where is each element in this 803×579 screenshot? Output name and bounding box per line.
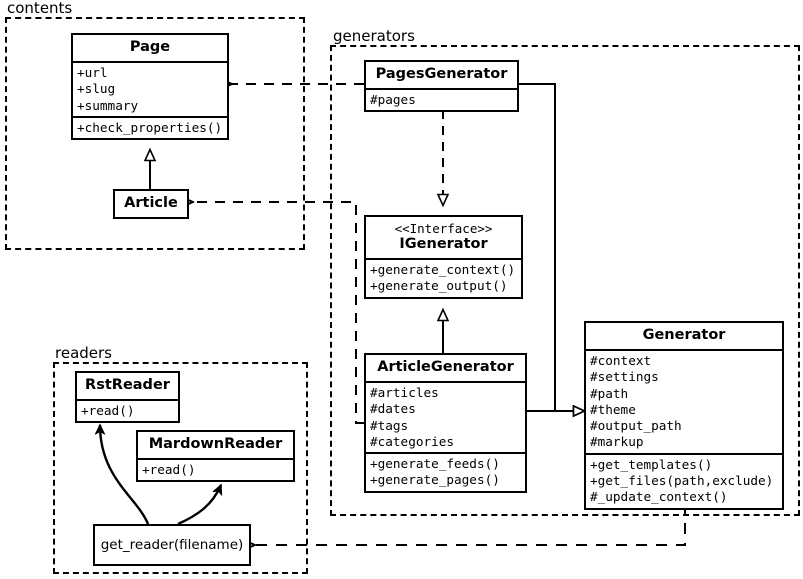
method: +read() bbox=[142, 462, 196, 477]
class-rst-reader[interactable]: RstReader +read() bbox=[75, 371, 180, 424]
function-get-reader-label: get_reader(filename) bbox=[100, 537, 244, 553]
attribute: +slug bbox=[77, 81, 116, 97]
class-pages-generator[interactable]: PagesGenerator #pages bbox=[364, 60, 519, 113]
method: #_update_context() bbox=[590, 489, 728, 505]
class-igenerator[interactable]: <<Interface>> IGenerator +generate_conte… bbox=[364, 215, 523, 299]
package-readers bbox=[53, 362, 308, 574]
method: +get_templates() bbox=[590, 456, 713, 472]
method: +get_files(path,exclude) bbox=[590, 473, 774, 489]
attribute: #articles bbox=[370, 385, 439, 400]
package-generators bbox=[330, 45, 800, 516]
method: +generate_pages() bbox=[370, 472, 500, 488]
attribute: #dates bbox=[370, 401, 416, 417]
class-igenerator-stereotype: <<Interface>> bbox=[394, 221, 493, 236]
method: +generate_output() bbox=[370, 278, 508, 294]
package-contents bbox=[5, 17, 305, 250]
attribute: #context bbox=[590, 353, 652, 368]
class-article-generator-methods: +generate_feeds() +generate_pages() bbox=[366, 452, 525, 491]
class-article-name: Article bbox=[124, 195, 178, 211]
package-contents-label: contents bbox=[4, 0, 76, 17]
class-page-name: Page bbox=[129, 39, 171, 55]
class-rst-reader-name: RstReader bbox=[85, 377, 170, 393]
class-page-methods: +check_properties() bbox=[73, 115, 227, 138]
attribute: #tags bbox=[370, 417, 409, 433]
attribute: +summary bbox=[77, 97, 139, 113]
class-article-generator-attributes: #articles #dates #tags #categories bbox=[366, 381, 525, 452]
class-mardown-reader-methods: +read() bbox=[138, 458, 293, 480]
class-article[interactable]: Article bbox=[113, 189, 189, 219]
attribute: #categories bbox=[370, 433, 455, 449]
class-igenerator-title: IGenerator bbox=[399, 236, 488, 252]
attribute: #markup bbox=[590, 434, 644, 450]
method: +read() bbox=[81, 403, 135, 418]
attribute: #pages bbox=[370, 92, 416, 107]
method: +check_properties() bbox=[77, 119, 223, 135]
package-readers-label: readers bbox=[52, 345, 115, 362]
class-generator-methods: +get_templates() +get_files(path,exclude… bbox=[586, 452, 782, 508]
function-get-reader[interactable]: get_reader(filename) bbox=[93, 524, 251, 566]
method: +generate_feeds() bbox=[370, 456, 500, 472]
attribute: #output_path bbox=[590, 418, 682, 434]
class-article-generator-name: ArticleGenerator bbox=[377, 359, 514, 375]
attribute: #theme bbox=[590, 401, 636, 417]
attribute: #settings bbox=[590, 369, 659, 385]
class-pages-generator-attributes: #pages bbox=[366, 88, 517, 110]
class-mardown-reader-name: MardownReader bbox=[148, 436, 283, 452]
class-article-generator[interactable]: ArticleGenerator #articles #dates #tags … bbox=[364, 353, 527, 493]
class-igenerator-name: <<Interface>> IGenerator bbox=[366, 217, 521, 258]
class-pages-generator-name: PagesGenerator bbox=[375, 66, 508, 82]
class-generator-attributes: #context #settings #path #theme #output_… bbox=[586, 349, 782, 453]
package-generators-label: generators bbox=[330, 28, 418, 45]
class-page-attributes: +url +slug +summary bbox=[73, 61, 227, 116]
attribute: +url bbox=[77, 65, 108, 80]
class-igenerator-methods: +generate_context() +generate_output() bbox=[366, 258, 521, 297]
class-rst-reader-methods: +read() bbox=[77, 399, 178, 421]
method: +generate_context() bbox=[370, 262, 516, 277]
class-page[interactable]: Page +url +slug +summary +check_properti… bbox=[71, 33, 229, 141]
attribute: #path bbox=[590, 385, 629, 401]
class-mardown-reader[interactable]: MardownReader +read() bbox=[136, 430, 295, 483]
class-generator-name: Generator bbox=[642, 327, 726, 343]
class-generator[interactable]: Generator #context #settings #path #them… bbox=[584, 321, 784, 510]
